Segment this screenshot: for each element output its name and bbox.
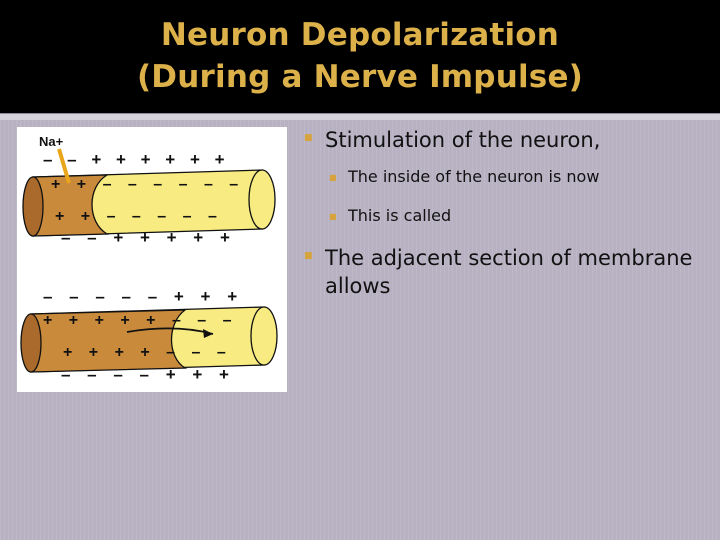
title-bar: Neuron Depolarization (During a Nerve Im… <box>0 0 720 113</box>
axon-bottom-start-cap <box>20 313 42 373</box>
bullet-level1-adjacent: ■ The adjacent section of membrane allow… <box>302 244 712 300</box>
bullet-marker-icon: ■ <box>329 212 337 221</box>
bullet-marker-icon: ■ <box>304 133 313 143</box>
axon-top: Na+ – – + + + + + + + + – – – – – – + + … <box>22 134 276 247</box>
bottom-inner-charges-upper: + + + + + – – – <box>43 312 238 329</box>
bullet-level2-inside: ■ The inside of the neuron is now <box>302 166 712 188</box>
top-inner-charges-lower: + + – – – – – <box>55 208 223 225</box>
bullet-level1-stimulation: ■ Stimulation of the neuron, <box>302 126 712 154</box>
axon-top-end-cap <box>248 169 276 230</box>
bullet-text: This is called <box>348 206 452 225</box>
sodium-channel-arrow <box>57 148 71 184</box>
top-outer-charges-lower: – – + + + + + <box>61 228 236 247</box>
bullet-text: The inside of the neuron is now <box>348 167 600 186</box>
bottom-inner-charges-lower: + + + + – – – <box>63 344 232 361</box>
bullet-text: The adjacent section of membrane allows <box>325 246 693 298</box>
bottom-outer-charges-lower: – – – – + + + <box>61 365 235 384</box>
sodium-ion-label: Na+ <box>39 134 64 149</box>
slide-title-line-2: (During a Nerve Impulse) <box>136 59 584 95</box>
axon-bottom: – – – – – + + + + + + + + – – – + + + + … <box>20 287 278 384</box>
bullet-marker-icon: ■ <box>329 173 337 182</box>
impulse-arrow-head-icon <box>203 329 213 338</box>
axon-bottom-depolarized-segment <box>30 309 188 373</box>
top-outer-charges-upper: – – + + + + + + <box>43 150 230 169</box>
axon-diagram: Na+ – – + + + + + + + + – – – – – – + + … <box>20 134 278 384</box>
axon-top-depolarized-segment <box>32 174 110 237</box>
bullet-list: ■ Stimulation of the neuron, ■ The insid… <box>302 126 712 312</box>
neuron-depolarization-figure: Na+ – – + + + + + + + + – – – – – – + + … <box>17 127 287 392</box>
bullet-marker-icon: ■ <box>304 251 313 261</box>
axon-bottom-end-cap <box>250 306 278 366</box>
bottom-outer-charges-upper: – – – – – + + + <box>43 287 243 306</box>
bullet-level2-called: ■ This is called <box>302 205 712 227</box>
slide-title-line-1: Neuron Depolarization <box>160 17 560 53</box>
slide-title: Neuron Depolarization (During a Nerve Im… <box>0 14 720 98</box>
axon-top-start-cap <box>22 176 44 237</box>
title-divider <box>0 113 720 120</box>
bullet-text: Stimulation of the neuron, <box>325 128 601 152</box>
top-inner-charges-upper: + + – – – – – – <box>51 176 244 193</box>
